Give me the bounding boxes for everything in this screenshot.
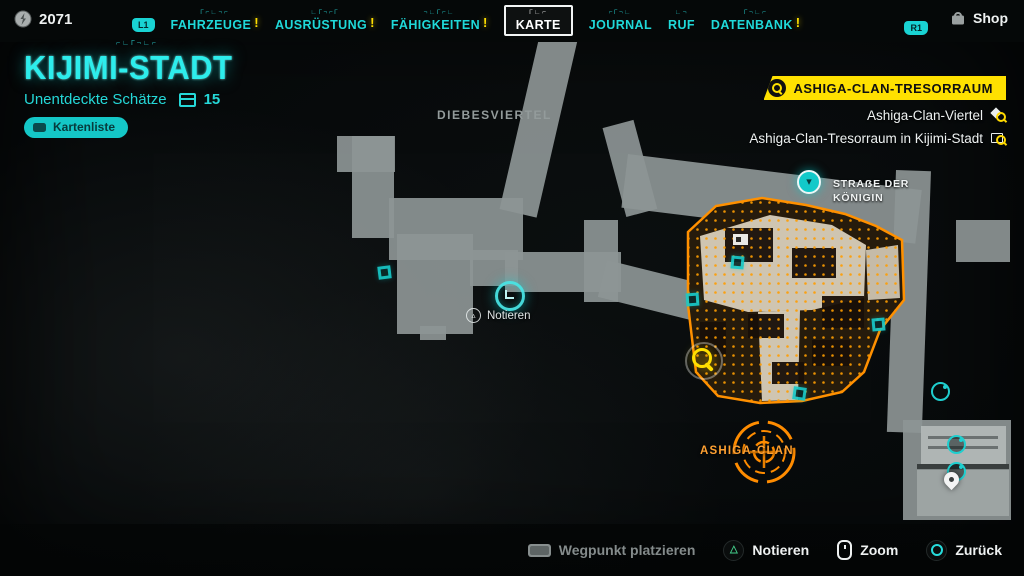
map-stamp-icon[interactable] [730, 255, 745, 270]
alert-badge: ! [483, 15, 488, 30]
tab-bar: L1 Γ⌐∟¬⌐ FAHRZEUGE! ∟Γ¬⌐Γ AUSRÜSTUNG! ¬∟… [132, 5, 800, 36]
magnifier-icon [996, 112, 1006, 122]
hint-label: Notieren [752, 542, 810, 558]
alert-badge: ! [370, 15, 375, 30]
waypoint-search-icon [990, 107, 1006, 123]
note-hint-label: Notieren [487, 309, 531, 322]
map-stamp-icon[interactable] [377, 265, 392, 280]
hint-label: Wegpunkt platzieren [558, 542, 696, 558]
tab-label: AUSRÜSTUNG [274, 18, 368, 32]
left-bumper-icon[interactable]: L1 [132, 17, 155, 32]
objective-district-row: Ashiga-Clan-Viertel [867, 107, 1006, 123]
search-icon [767, 79, 786, 97]
marker-halo [685, 342, 723, 380]
tab-fahrzeuge[interactable]: Γ⌐∟¬⌐ FAHRZEUGE! [171, 5, 259, 33]
aurebesh-glyphs: ¬∟Γ⌐∟ [423, 9, 455, 16]
aurebesh-glyphs: ∟Γ¬⌐Γ [310, 9, 340, 16]
hint-back[interactable]: Zurück [926, 539, 1002, 561]
map-stamp-icon[interactable] [871, 317, 886, 332]
vault-search-icon [990, 130, 1006, 146]
tab-karte[interactable]: Γ∟⌐ KARTE [503, 5, 573, 36]
map-poi-icon[interactable] [931, 382, 950, 401]
objective-title: ASHIGA-CLAN-TRESORRAUM [793, 80, 993, 96]
tab-label: DATENBANK [710, 18, 793, 32]
location-header: ⌐∟Γ¬∟⌐ KIJIMI-STADT Unentdeckte Schätze … [24, 40, 246, 138]
ashiga-district[interactable] [686, 196, 906, 405]
objective-district: Ashiga-Clan-Viertel [866, 107, 983, 123]
aurebesh-glyphs: ⌐∟Γ¬∟⌐ [116, 40, 158, 47]
control-hints-bar: Wegpunkt platzieren △ Notieren Zoom Zurü… [0, 524, 1024, 576]
objective-detail: Ashiga-Clan-Tresorraum in Kijimi-Stadt [749, 130, 983, 146]
street-label-line1: STRAẞE DER [833, 178, 910, 190]
alert-badge: ! [254, 15, 259, 30]
district-label-diebesviertel: DIEBESVIERTEL [437, 108, 552, 122]
tab-journal[interactable]: ⌐Γ¬∟ JOURNAL [589, 5, 652, 32]
aurebesh-glyphs: Γ⌐∟¬⌐ [200, 9, 230, 16]
hint-note[interactable]: △ Notieren [723, 539, 810, 561]
shop-label: Shop [973, 10, 1008, 26]
hint-zoom[interactable]: Zoom [837, 540, 898, 560]
circle-button-icon [926, 539, 948, 561]
objective-search-marker[interactable] [685, 342, 723, 380]
street-label-koenigin: STRAẞE DER KÖNIGIN [833, 178, 909, 205]
treasure-count: 15 [203, 91, 221, 108]
tab-label: RUF [668, 18, 695, 32]
objective-banner[interactable]: ASHIGA-CLAN-TRESORRAUM [763, 76, 1006, 100]
objective-panel: ASHIGA-CLAN-TRESORRAUM Ashiga-Clan-Viert… [749, 76, 1006, 146]
treasure-label: Unentdeckte Schätze [24, 91, 167, 108]
magnifier-icon [692, 348, 712, 368]
hint-label: Zurück [955, 542, 1002, 558]
tab-ruf[interactable]: ∟¬ RUF [668, 5, 695, 32]
stud-icon [14, 10, 32, 28]
tab-ausruestung[interactable]: ∟Γ¬⌐Γ AUSRÜSTUNG! [275, 5, 375, 33]
map-list-button[interactable]: Kartenliste [24, 117, 129, 138]
tab-datenbank[interactable]: Γ¬∟⌐ DATENBANK! [711, 5, 801, 33]
map-list-label: Kartenliste [53, 120, 116, 134]
hint-place-waypoint[interactable]: Wegpunkt platzieren [527, 542, 696, 558]
stud-count: 2071 [39, 10, 73, 28]
shop-bag-icon [952, 12, 964, 25]
stud-counter: 2071 [14, 10, 72, 28]
right-bumper-icon[interactable]: R1 [904, 21, 928, 35]
map-cursor-icon[interactable] [495, 281, 525, 311]
tab-label: FÄHIGKEITEN [390, 18, 480, 32]
map-note-hint[interactable]: Notieren [466, 308, 530, 323]
stick-icon [837, 540, 853, 560]
tab-label: KARTE [515, 18, 561, 32]
tab-label: FAHRZEUGE [170, 18, 252, 32]
alert-badge: ! [795, 15, 801, 30]
top-bar: 2071 L1 Γ⌐∟¬⌐ FAHRZEUGE! ∟Γ¬⌐Γ AUSRÜSTUN… [0, 0, 1024, 42]
shop-button[interactable]: Shop [950, 10, 1008, 26]
aurebesh-glyphs: Γ∟⌐ [529, 9, 548, 16]
map-poi-icon[interactable] [947, 435, 966, 454]
magnifier-icon [996, 135, 1006, 145]
aurebesh-glyphs: ⌐Γ¬∟ [608, 9, 633, 16]
street-label-line2: KÖNIGIN [833, 191, 884, 204]
hint-label: Zoom [860, 542, 899, 558]
aurebesh-glyphs: Γ¬∟⌐ [743, 9, 768, 16]
map-stamp-icon[interactable] [792, 386, 807, 401]
triangle-button-icon: △ [723, 539, 745, 561]
tab-label: JOURNAL [588, 18, 653, 32]
objective-detail-row: Ashiga-Clan-Tresorraum in Kijimi-Stadt [749, 130, 1006, 146]
touchpad-icon [527, 543, 551, 557]
triangle-button-icon [466, 308, 481, 323]
aurebesh-glyphs: ∟¬ [674, 9, 689, 16]
treasure-chest-icon [178, 92, 196, 107]
tab-faehigkeiten[interactable]: ¬∟Γ⌐∟ FÄHIGKEITEN! [391, 5, 488, 33]
clan-label-ashiga: ASHIGA-CLAN [700, 445, 794, 457]
touchpad-icon [33, 122, 46, 132]
treasure-summary: Unentdeckte Schätze 15 [24, 91, 246, 108]
page-title: KIJIMI-STADT [24, 49, 233, 86]
ashiga-clan-emblem-icon [732, 420, 796, 484]
street-marker-icon[interactable] [797, 170, 821, 194]
map-stamp-icon[interactable] [685, 292, 700, 307]
